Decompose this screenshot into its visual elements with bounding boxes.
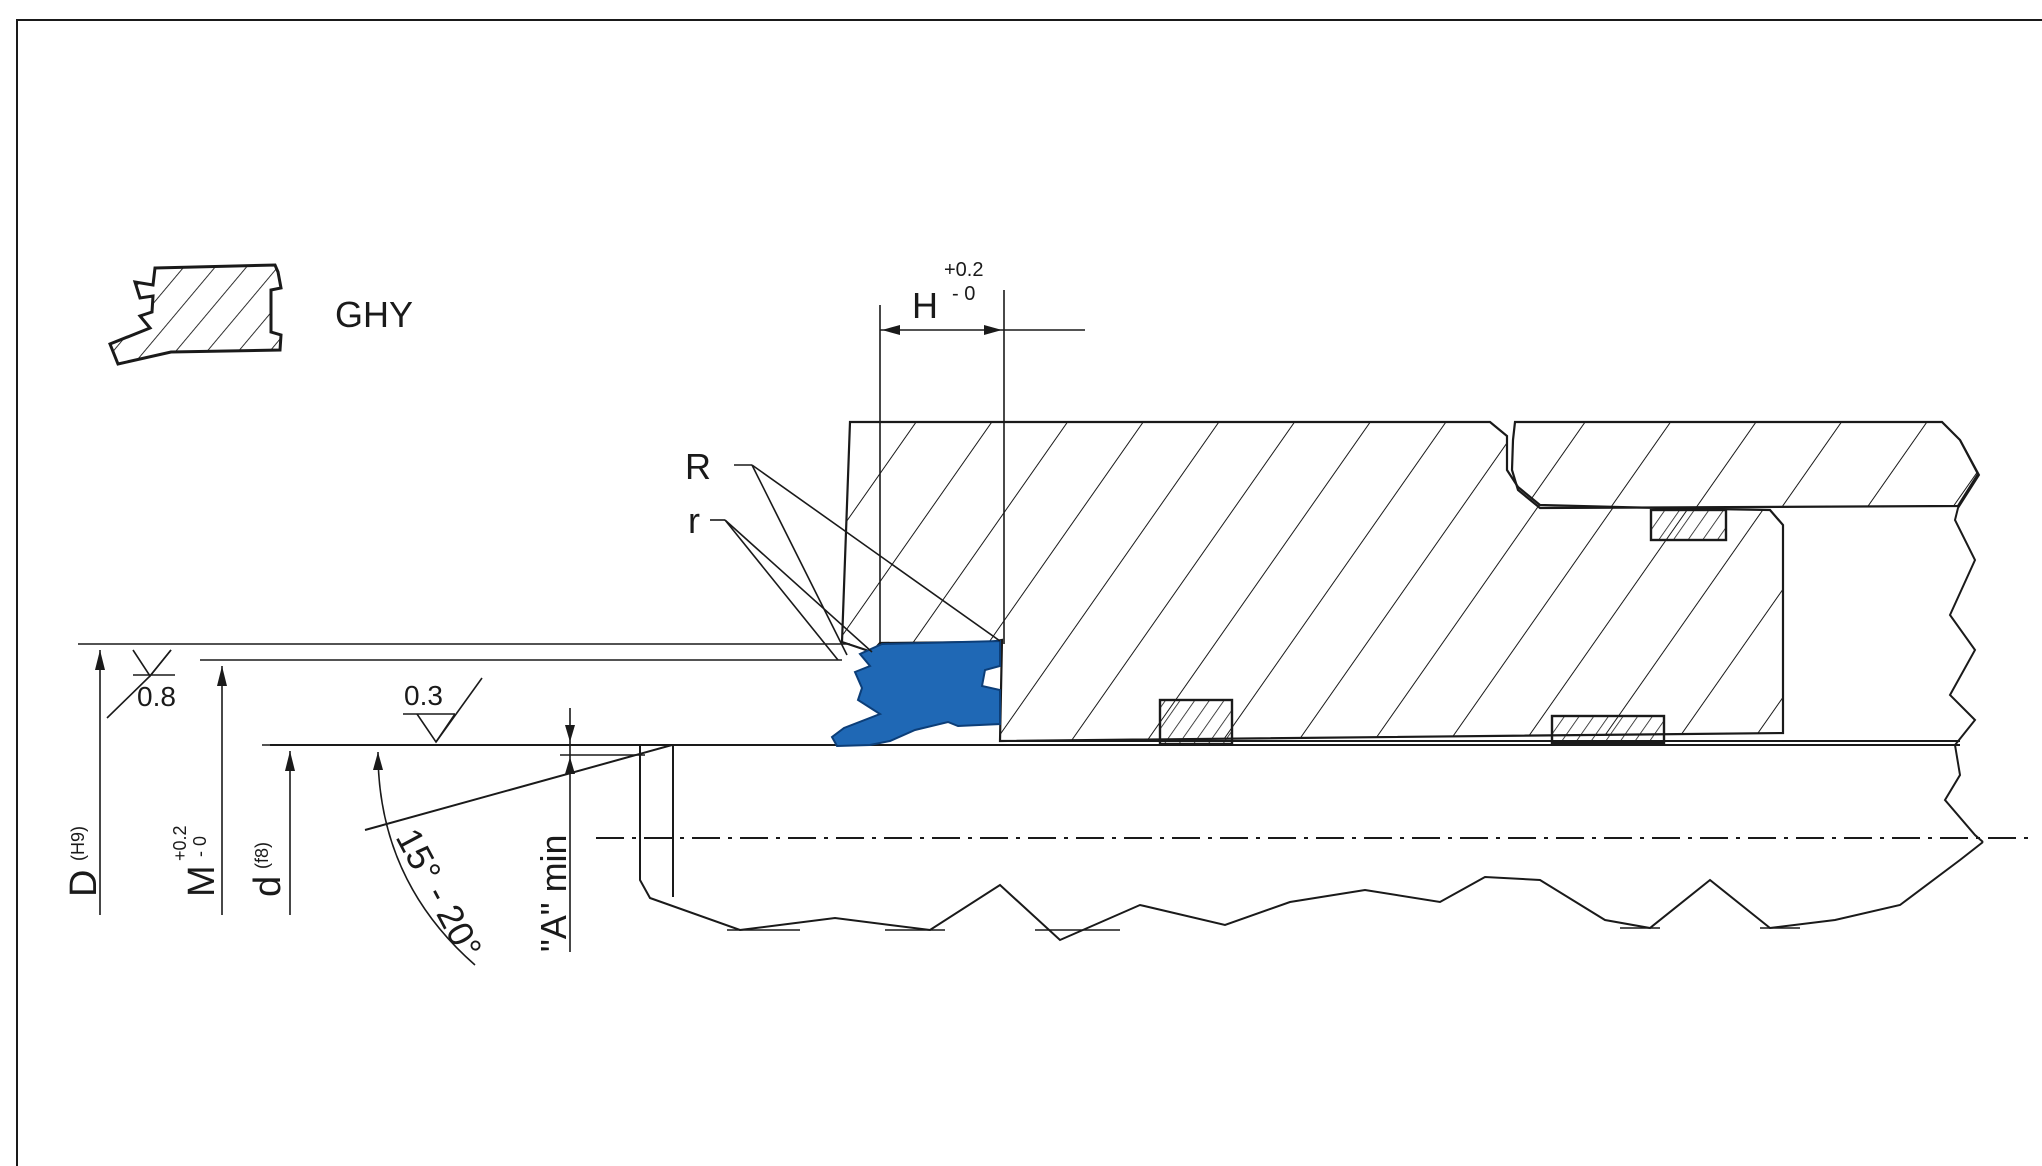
bore-diameter-label: D: [63, 870, 105, 897]
chamfer-angle-label: 15° - 20°: [388, 822, 490, 966]
rod-diameter-fit: (f8): [252, 842, 272, 869]
lead-in-chamfer-line: [364, 744, 673, 831]
guide-ring-top: [1649, 508, 1728, 542]
m-tolerance-lower: - 0: [190, 836, 210, 857]
bore-roughness-symbol: [106, 649, 175, 719]
housing-upper-block: [1510, 420, 1980, 510]
profile-legend: GHY: [108, 263, 413, 366]
h-tolerance-upper: +0.2: [944, 259, 983, 281]
rod-lower-break-line: [639, 745, 1984, 942]
right-break-line: [1943, 439, 1984, 843]
bore-diameter-label-group: D (H9): [63, 826, 105, 897]
rod-roughness-value: 0.3: [404, 680, 443, 711]
guide-ring-lower-right: [1550, 714, 1666, 745]
m-label-group: M +0.2 - 0: [170, 825, 223, 897]
m-dimension: [217, 666, 227, 915]
drawing-frame: [16, 19, 2042, 1166]
a-min-label: "A" min: [533, 834, 574, 952]
radius-leaders: [710, 464, 1001, 661]
h-label-group: H +0.2 - 0: [912, 259, 983, 326]
m-dimension-label: M: [181, 865, 223, 897]
bore-diameter-fit: (H9): [68, 826, 88, 861]
guide-ring-lower-left: [1158, 698, 1234, 746]
h-dimension-label: H: [912, 285, 938, 326]
h-dimension: [879, 290, 1085, 644]
ghy-seal: [830, 639, 1001, 748]
h-tolerance-lower: - 0: [952, 283, 975, 305]
rod-roughness-symbol: [403, 677, 483, 744]
profile-legend-symbol: [108, 263, 283, 366]
m-tolerance-upper: +0.2: [170, 825, 190, 861]
rod-diameter-label: d: [247, 876, 289, 897]
inner-radius-label: r: [688, 500, 700, 541]
rod-under-segments: [727, 927, 1800, 931]
outer-radius-label: R: [685, 446, 711, 487]
rod-diameter-dimension: [285, 751, 295, 915]
bore-roughness-value: 0.8: [137, 681, 176, 712]
rod-diameter-label-group: d (f8): [247, 842, 289, 897]
chamfer-angle-arc: [377, 751, 476, 966]
profile-code-label: GHY: [335, 294, 413, 335]
a-min-dimension: [560, 708, 645, 952]
bore-diameter-dimension: [95, 650, 105, 915]
